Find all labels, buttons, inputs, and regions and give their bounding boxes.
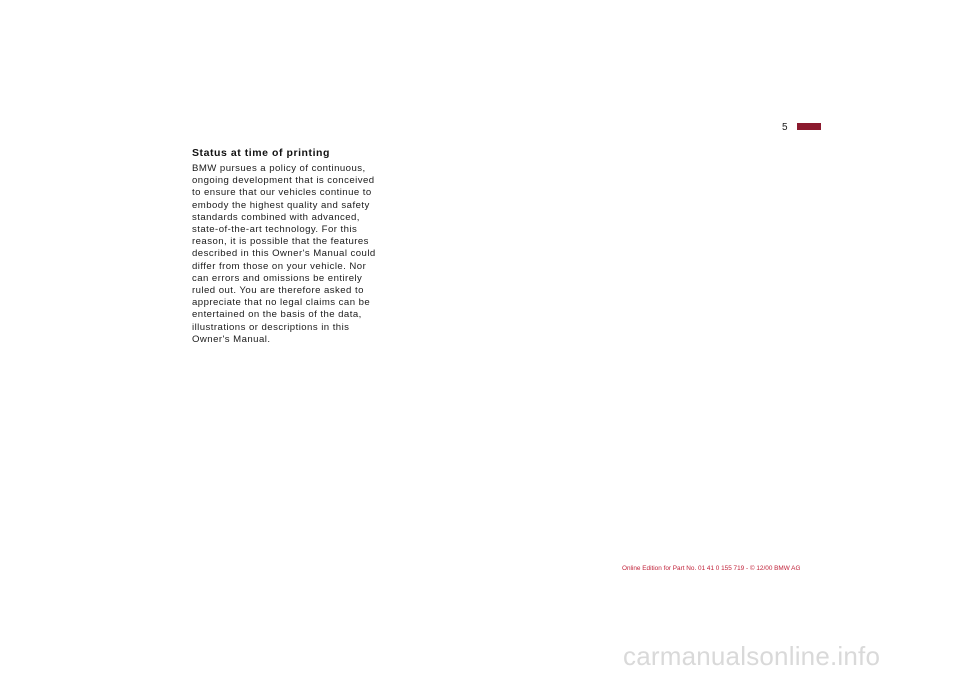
body-line: illustrations or descriptions in this bbox=[192, 321, 350, 333]
body-line: to ensure that our vehicles continue to bbox=[192, 187, 372, 199]
page-tab-marker bbox=[797, 123, 821, 130]
section-body: BMW pursues a policy of continuous, ongo… bbox=[192, 163, 392, 346]
body-line: appreciate that no legal claims can be bbox=[192, 297, 371, 309]
body-line: BMW pursues a policy of continuous, bbox=[192, 163, 366, 174]
body-line: differ from those on your vehicle. Nor bbox=[192, 260, 367, 272]
body-line: entertained on the basis of the data, bbox=[192, 309, 362, 321]
body-line: described in this Owner's Manual could bbox=[192, 248, 376, 260]
body-line: reason, it is possible that the features bbox=[192, 236, 369, 248]
site-watermark: carmanualsonline.info bbox=[623, 641, 881, 671]
edition-footer-note: Online Edition for Part No. 01 41 0 155 … bbox=[622, 565, 801, 572]
status-section: Status at time of printing BMW pursues a… bbox=[192, 146, 392, 346]
body-line: Owner's Manual. bbox=[192, 333, 271, 345]
body-line: can errors and omissions be entirely bbox=[192, 272, 363, 284]
body-line: standards combined with advanced, bbox=[192, 211, 360, 223]
page-number: 5 bbox=[782, 122, 788, 133]
body-line: state-of-the-art technology. For this bbox=[192, 224, 358, 236]
section-title: Status at time of printing bbox=[192, 147, 330, 159]
body-line: embody the highest quality and safety bbox=[192, 199, 370, 211]
body-line: ongoing development that is conceived bbox=[192, 175, 375, 187]
body-line: ruled out. You are therefore asked to bbox=[192, 285, 364, 297]
